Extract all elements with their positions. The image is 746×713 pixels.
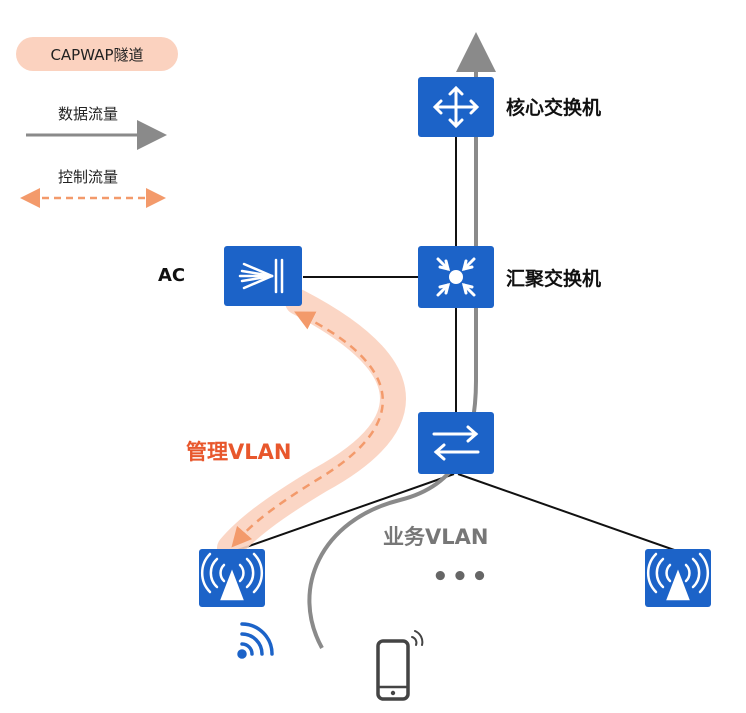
service-vlan-label: 业务VLAN bbox=[383, 525, 489, 549]
legend-capwap-label: CAPWAP隧道 bbox=[50, 45, 144, 64]
legend-capwap-tunnel: CAPWAP隧道 bbox=[16, 37, 178, 71]
aggregation-switch-icon bbox=[436, 257, 476, 297]
management-vlan-label: 管理VLAN bbox=[186, 440, 292, 464]
wifi-signal-icon bbox=[237, 622, 274, 659]
wireless-ap-icon bbox=[200, 552, 264, 601]
aggregation-switch-label: 汇聚交换机 bbox=[506, 268, 602, 290]
data-flow-path bbox=[307, 32, 496, 649]
router-icon bbox=[432, 85, 480, 129]
ap-right-device[interactable] bbox=[645, 549, 711, 607]
ac-device[interactable] bbox=[224, 246, 302, 306]
access-controller-icon bbox=[238, 258, 284, 294]
link-access-ap-right bbox=[457, 473, 681, 553]
legend-control-flow-label: 控制流量 bbox=[58, 168, 119, 186]
control-flow-path bbox=[231, 311, 385, 548]
core-switch-label: 核心交换机 bbox=[506, 97, 602, 119]
switch-arrows-icon bbox=[432, 425, 480, 461]
more-aps-ellipsis: ••• bbox=[432, 562, 491, 592]
aggregation-switch-device[interactable] bbox=[418, 246, 494, 308]
ap-left-device[interactable] bbox=[199, 549, 265, 607]
wireless-ap-icon bbox=[646, 552, 710, 601]
smartphone-icon bbox=[376, 630, 424, 701]
ac-label: AC bbox=[158, 265, 186, 286]
legend-data-flow-label: 数据流量 bbox=[58, 105, 119, 123]
core-switch-device[interactable] bbox=[418, 77, 494, 137]
access-switch-device[interactable] bbox=[418, 412, 494, 474]
